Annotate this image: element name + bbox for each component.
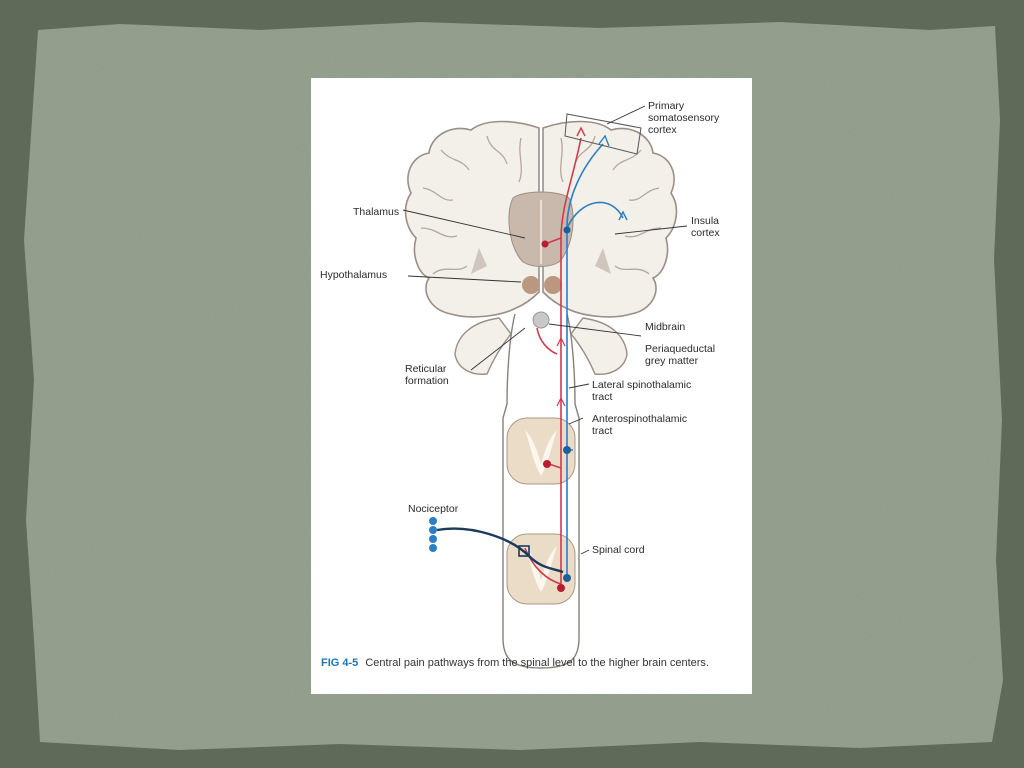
- insula-cortex-label: Insula cortex: [691, 215, 720, 239]
- hypothalamus-label: Hypothalamus: [320, 269, 388, 281]
- lateral-spinothalamic-tract-label: Lateral spinothalamic tract: [592, 379, 692, 403]
- lower-spinal-segment: [506, 533, 576, 605]
- hypothalamus: [522, 276, 540, 294]
- nociceptor-fiber: [429, 517, 564, 574]
- left-cerebellum: [454, 317, 512, 375]
- figure-caption: FIG 4-5 Central pain pathways from the s…: [321, 657, 709, 669]
- reticular-formation-label: Reticular formation: [405, 363, 449, 387]
- periaqueductal-grey-matter-label: Periaqueductal grey matter: [645, 343, 716, 367]
- spinal-cord-label: Spinal cord: [592, 544, 645, 556]
- pain-pathway-diagram: [402, 105, 688, 669]
- primary-somatosensory-cortex-label: Primary somatosensory cortex: [648, 100, 720, 136]
- nociceptor-label: Nociceptor: [408, 503, 459, 515]
- figure-number: FIG 4-5: [321, 657, 359, 669]
- right-hemisphere: [542, 120, 678, 318]
- figure-caption-text: Central pain pathways from the spinal le…: [365, 657, 709, 669]
- midbrain-label: Midbrain: [645, 321, 686, 333]
- right-cerebellum: [570, 317, 628, 375]
- left-hemisphere: [404, 120, 540, 318]
- brainstem-spinal-cord: [502, 313, 580, 669]
- brain-coronal-section: [404, 120, 678, 375]
- thalamus-label: Thalamus: [353, 206, 400, 218]
- anterospinothalamic-tract-label: Anterospinothalamic tract: [592, 413, 688, 437]
- pain-pathway-figure: Primary somatosensory cortex Thalamus In…: [311, 78, 752, 694]
- periaqueductal-grey-matter: [532, 311, 550, 329]
